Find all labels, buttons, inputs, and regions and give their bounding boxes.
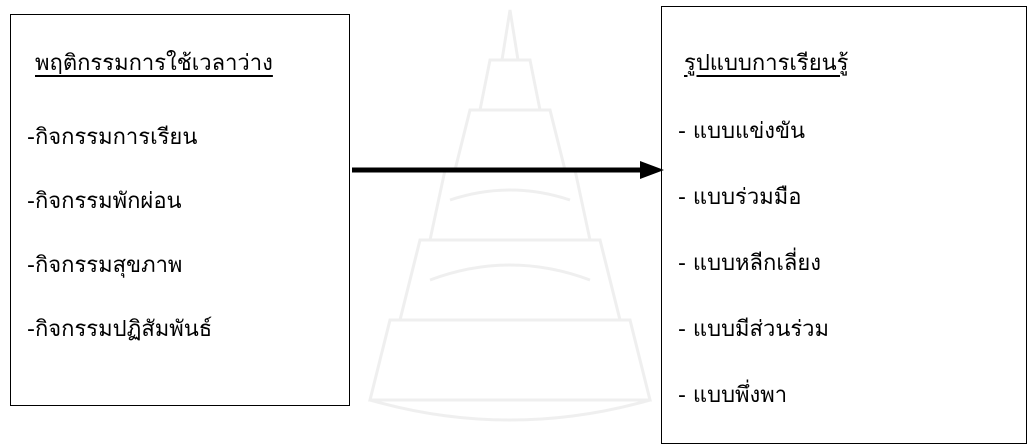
arrow-head bbox=[640, 161, 664, 179]
leisure-item-health: -กิจกรรมสุขภาพ bbox=[27, 253, 183, 278]
learning-style-box: รูปแบบการเรียนรู้ - แบบแข่งขัน - แบบร่วม… bbox=[661, 6, 1027, 444]
watermark-emblem bbox=[368, 9, 652, 422]
connector-arrow bbox=[352, 161, 664, 179]
leisure-item-relaxation: -กิจกรรมพักผ่อน bbox=[27, 189, 182, 214]
learning-item-collaborative: - แบบร่วมมือ bbox=[678, 185, 802, 210]
leisure-item-learning: -กิจกรรมการเรียน bbox=[27, 125, 198, 150]
leisure-behavior-title: พฤติกรรมการใช้เวลาว่าง bbox=[35, 51, 273, 76]
learning-item-avoidant: - แบบหลีกเลี่ยง bbox=[678, 251, 821, 276]
learning-item-competitive: - แบบแข่งขัน bbox=[678, 119, 806, 144]
learning-item-dependent: - แบบพึ่งพา bbox=[678, 383, 788, 408]
leisure-item-interaction: -กิจกรรมปฏิสัมพันธ์ bbox=[27, 317, 213, 342]
leisure-behavior-box: พฤติกรรมการใช้เวลาว่าง -กิจกรรมการเรียน … bbox=[10, 14, 350, 406]
learning-item-participant: - แบบมีส่วนร่วม bbox=[678, 317, 830, 342]
learning-style-title: รูปแบบการเรียนรู้ bbox=[684, 51, 849, 76]
